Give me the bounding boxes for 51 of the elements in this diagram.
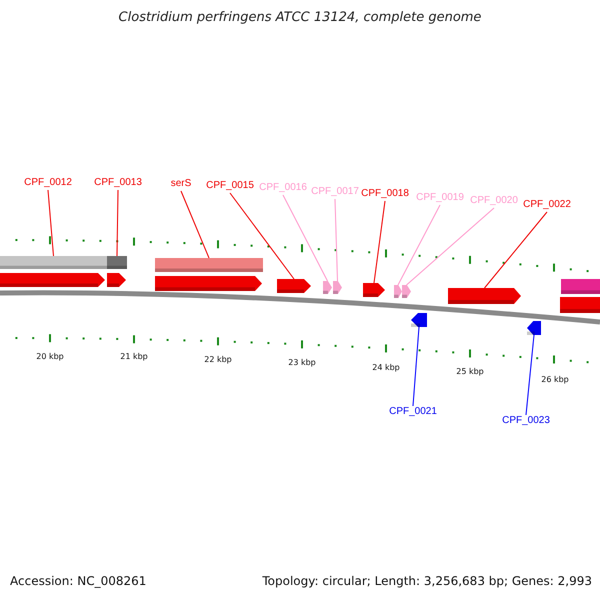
gene-feature	[277, 279, 311, 293]
leader-line	[526, 334, 534, 416]
scale-label: 22 kbp	[204, 355, 232, 364]
gene-label: CPF_0022	[523, 199, 571, 211]
gene-label: CPF_0012	[24, 177, 72, 189]
gene-feature	[411, 313, 427, 327]
gene-bar	[0, 256, 107, 269]
scale-label: 26 kbp	[541, 375, 569, 384]
leader-line	[398, 204, 440, 286]
gene-feature	[527, 321, 541, 335]
leader-line	[412, 326, 420, 406]
gene-feature	[363, 283, 385, 297]
gene-feature	[394, 285, 402, 298]
scale-label: 24 kbp	[372, 363, 400, 372]
gene-label: serS	[170, 178, 192, 190]
leader-line	[406, 208, 494, 286]
leader-line	[334, 198, 338, 282]
gene-label: CPF_0017	[311, 186, 359, 198]
gene-bar	[155, 258, 263, 272]
leader-line	[282, 194, 328, 282]
gene-feature	[402, 285, 411, 298]
gene-bar	[560, 297, 600, 313]
leader-line	[48, 190, 54, 256]
title: Clostridium perfringens ATCC 13124, complete genome	[118, 10, 482, 25]
leader-line	[484, 212, 548, 288]
genome-summary-text: Topology: circular; Length: 3,256,683 bp; Genes: 2,993	[262, 574, 592, 588]
leader-line	[230, 192, 294, 280]
gene-label: CPF_0013	[94, 177, 142, 189]
gene-feature	[107, 273, 126, 287]
gene-feature	[448, 288, 521, 304]
gene-feature	[333, 281, 342, 294]
gene-feature	[323, 281, 332, 294]
gene-label: CPF_0023	[502, 415, 550, 427]
leader-line	[374, 200, 386, 284]
accession-text: Accession: NC_008261	[10, 574, 146, 588]
gene-label: CPF_0021	[389, 406, 437, 418]
gene-feature	[155, 276, 262, 291]
gene-label: CPF_0019	[416, 192, 464, 204]
gene-feature	[0, 273, 105, 287]
gene-label: CPF_0020	[470, 195, 518, 207]
gene-label: CPF_0015	[206, 180, 254, 192]
gene-bar	[561, 279, 600, 294]
scale-label: 25 kbp	[456, 367, 484, 376]
gene-bar	[107, 256, 127, 269]
leader-line	[116, 190, 118, 256]
leader-line	[180, 190, 210, 258]
scale-label: 23 kbp	[288, 358, 316, 367]
gene-label: CPF_0016	[259, 182, 307, 194]
scale-label: 20 kbp	[36, 352, 64, 361]
scale-label: 21 kbp	[120, 352, 148, 361]
gene-label: CPF_0018	[361, 188, 409, 200]
